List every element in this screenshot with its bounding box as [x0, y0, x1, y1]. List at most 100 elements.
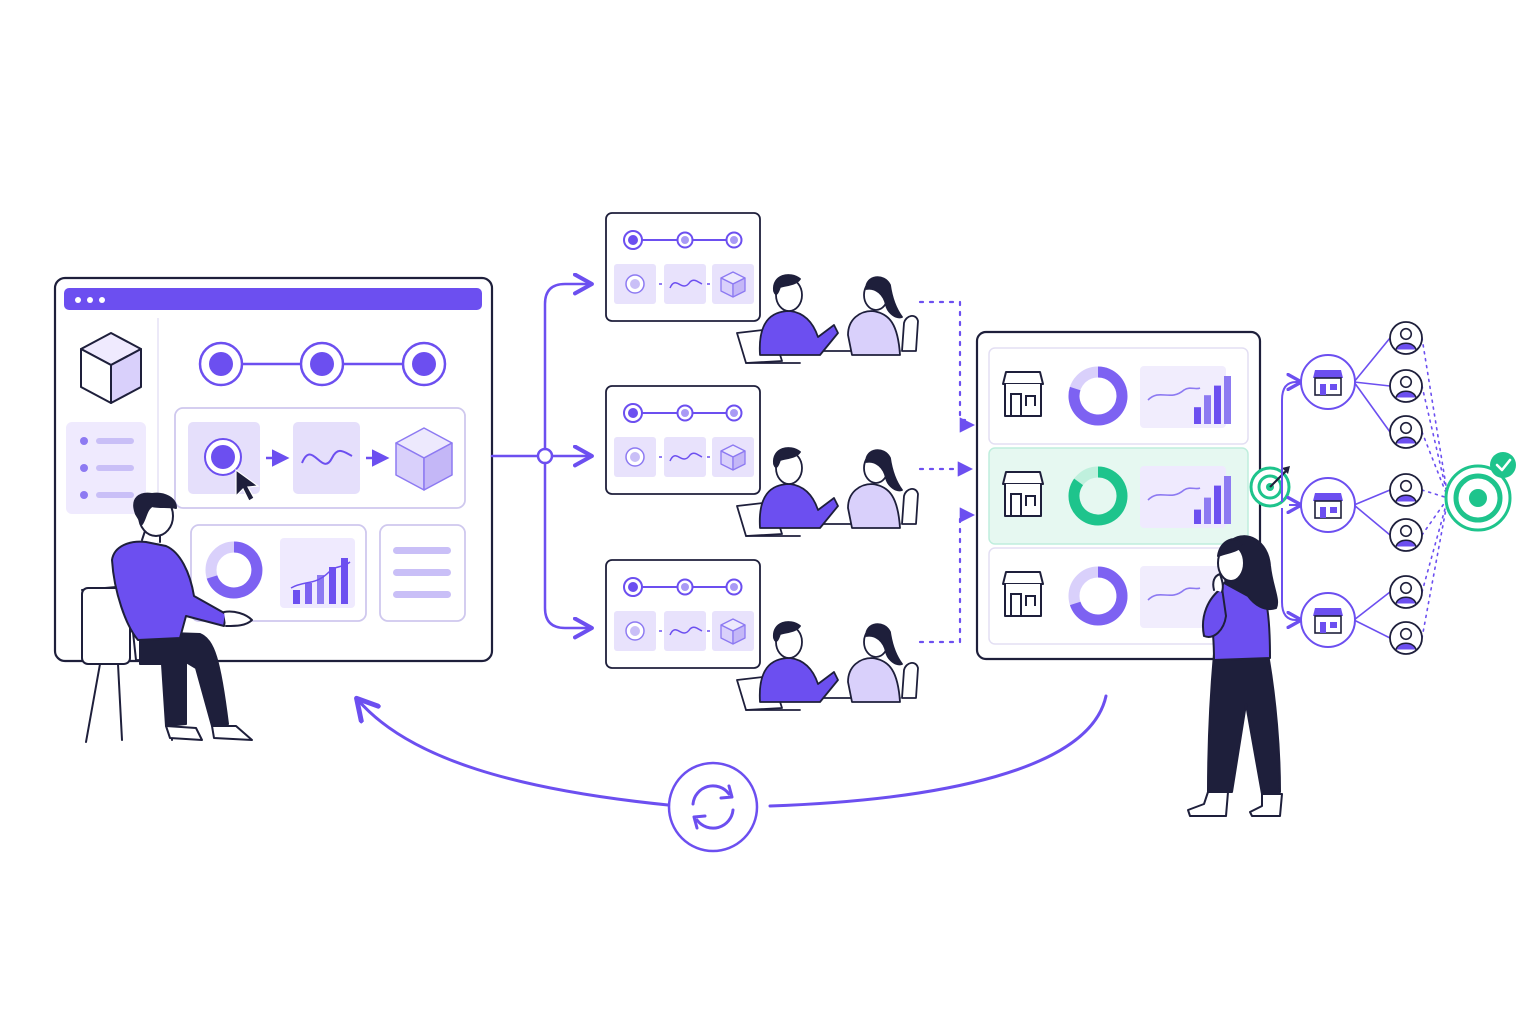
- user-avatar-icon[interactable]: [1389, 621, 1423, 655]
- store-icon: [1002, 371, 1044, 417]
- trend-line: [1147, 487, 1201, 501]
- dotted-flow-lines: [918, 300, 976, 644]
- link-line: [1353, 619, 1391, 639]
- user-avatar-icon[interactable]: [1389, 321, 1423, 355]
- wave-line: [669, 626, 703, 636]
- bar: [1204, 395, 1211, 424]
- process-tile: [664, 611, 706, 651]
- store-icon: [1002, 471, 1044, 517]
- bar: [1214, 385, 1221, 424]
- user-avatar-icon[interactable]: [1389, 415, 1423, 449]
- process-tile: [664, 437, 706, 477]
- wave-line: [669, 452, 703, 462]
- dotted-link: [1421, 337, 1449, 499]
- feedback-loop: [358, 694, 1108, 808]
- bar: [341, 558, 348, 604]
- results-board: [975, 330, 1262, 661]
- bar: [1194, 407, 1201, 424]
- store-icon: [1313, 370, 1343, 396]
- link-line: [1353, 337, 1391, 383]
- bar: [1224, 476, 1231, 524]
- user-avatar-icon[interactable]: [1389, 518, 1423, 552]
- cube-icon: [720, 271, 746, 298]
- person-left-body: [758, 310, 839, 356]
- link-line: [1353, 591, 1391, 621]
- person-right-body: [847, 657, 901, 703]
- link-line: [1353, 489, 1391, 506]
- dotted-link: [1421, 431, 1449, 499]
- workflow-stepper: [198, 341, 447, 387]
- donut-chart: [1068, 466, 1128, 526]
- check-icon: [1490, 452, 1516, 478]
- result-row[interactable]: [988, 347, 1249, 445]
- cube-icon: [395, 427, 453, 491]
- person-left-body: [758, 483, 839, 529]
- store-icon: [1313, 493, 1343, 519]
- seated-man-figure: [81, 492, 253, 743]
- cursor-arrow-icon: [235, 468, 260, 502]
- donut-chart: [1069, 566, 1128, 626]
- dotted-link: [1421, 497, 1449, 639]
- dotted-link: [1421, 497, 1449, 536]
- link-line: [1353, 381, 1391, 433]
- bar: [1204, 497, 1211, 524]
- branch-line: [1281, 508, 1300, 620]
- standing-woman-figure: [1187, 535, 1283, 817]
- dotted-link: [1421, 385, 1449, 499]
- goal-target: [1444, 452, 1516, 532]
- window-title-bar: [64, 288, 482, 310]
- sidebar-list: [66, 422, 146, 514]
- link-line: [1353, 504, 1391, 536]
- person-right-body: [847, 483, 901, 529]
- bar: [329, 567, 336, 604]
- store-node[interactable]: [1300, 477, 1356, 533]
- distribution-network: [1281, 321, 1449, 655]
- team-panel: [605, 385, 919, 537]
- process-panel: [174, 407, 466, 509]
- bar: [305, 583, 312, 604]
- trend-line: [1147, 587, 1201, 601]
- bar: [1224, 376, 1231, 424]
- process-tile: [664, 264, 706, 304]
- donut-chart: [1068, 366, 1128, 426]
- chair: [901, 488, 919, 525]
- user-avatar-icon[interactable]: [1389, 575, 1423, 609]
- store-icon: [1002, 571, 1044, 617]
- store-node[interactable]: [1300, 354, 1356, 410]
- chair: [901, 662, 919, 699]
- person-right-body: [847, 310, 901, 356]
- link-line: [1353, 381, 1391, 387]
- dotted-link: [1421, 497, 1449, 593]
- chair: [901, 315, 919, 352]
- bar: [1214, 485, 1221, 524]
- cube-icon: [720, 444, 746, 471]
- trend-line: [1147, 387, 1201, 401]
- team-panel: [605, 559, 919, 711]
- branch-line: [1281, 382, 1300, 502]
- result-row-highlighted[interactable]: [988, 447, 1249, 545]
- bar: [317, 575, 324, 604]
- dotted-link: [1421, 489, 1449, 499]
- collaborating-pair: [736, 274, 919, 364]
- three-dots-icon[interactable]: [75, 297, 105, 303]
- team-panels: [605, 212, 919, 711]
- team-panel: [605, 212, 919, 364]
- bar: [293, 590, 300, 604]
- user-avatar-icon[interactable]: [1389, 473, 1423, 507]
- collaborating-pair: [736, 447, 919, 537]
- cube-icon: [80, 332, 142, 404]
- user-avatar-icon[interactable]: [1389, 369, 1423, 403]
- branch-connectors: [490, 284, 590, 628]
- wave-line: [669, 279, 703, 289]
- store-icon: [1313, 608, 1343, 634]
- collaborating-pair: [736, 621, 919, 711]
- cube-icon: [720, 618, 746, 645]
- refresh-cycle-icon[interactable]: [667, 761, 759, 853]
- target-icon: [1249, 466, 1291, 508]
- store-node[interactable]: [1300, 592, 1356, 648]
- bar: [1194, 509, 1201, 524]
- analytics-card: [190, 524, 367, 622]
- text-card: [379, 524, 466, 622]
